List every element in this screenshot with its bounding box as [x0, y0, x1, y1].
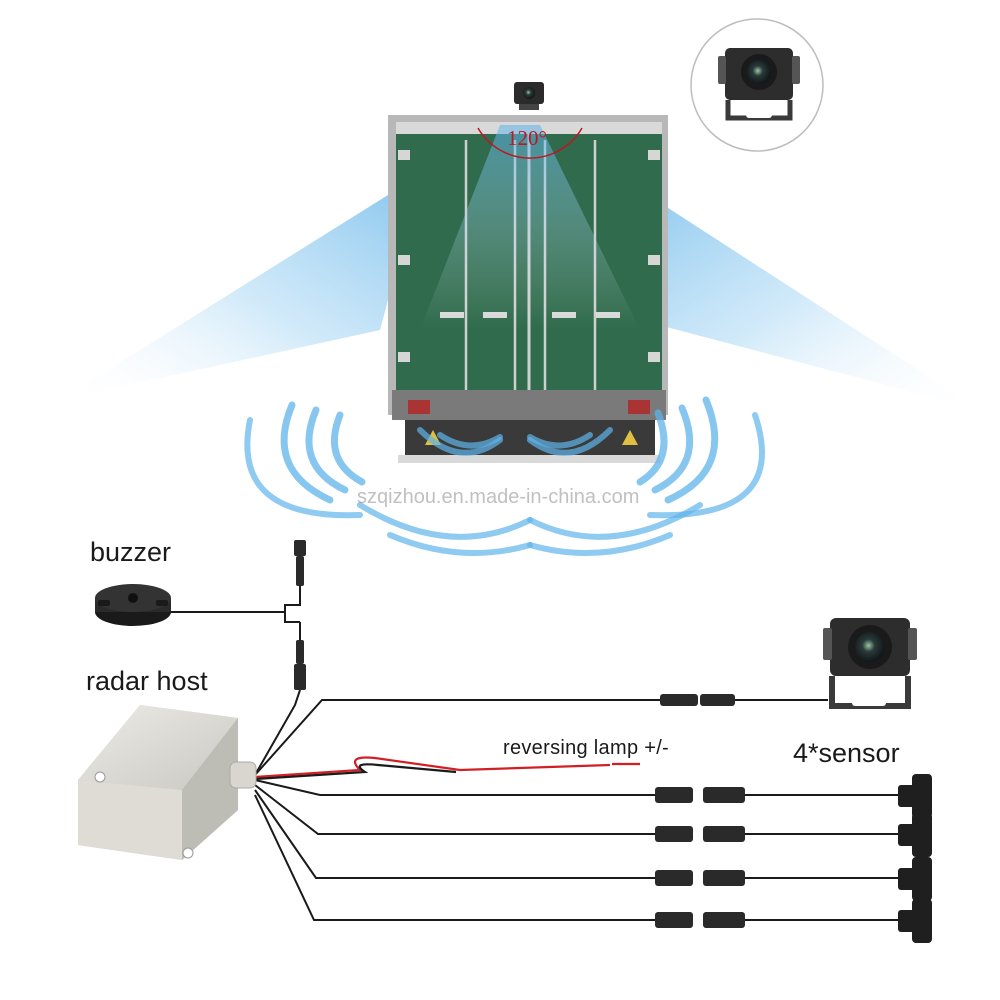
- connector-icon: [294, 540, 306, 586]
- connectors: [294, 540, 745, 928]
- radar-host-box: [78, 705, 257, 860]
- truck-camera-icon: [514, 82, 544, 110]
- rear-camera-icon: [823, 618, 917, 709]
- sensor-icon: [898, 857, 932, 901]
- camera-badge: [690, 18, 824, 152]
- connector-icon: [655, 870, 745, 886]
- buzzer-wire-upper: [284, 585, 301, 612]
- buzzer-wire: [140, 611, 300, 623]
- sensor-waves: [244, 396, 765, 556]
- sensors: [898, 774, 932, 943]
- connector-icon: [660, 694, 735, 706]
- camera-wire: [254, 699, 660, 776]
- camera-view-cone-center: [420, 125, 640, 330]
- connector-icon: [294, 640, 306, 690]
- buzzer-label: buzzer: [90, 537, 172, 567]
- wiring: [140, 585, 900, 921]
- sensors-label: 4*sensor: [793, 738, 900, 768]
- buzzer-to-host-wire: [254, 689, 301, 776]
- watermark: szqizhou.en.made-in-china.com: [357, 486, 640, 508]
- connector-icon: [655, 787, 745, 803]
- connector-icon: [655, 826, 745, 842]
- camera-icon: [718, 48, 800, 121]
- angle-arc: [477, 127, 583, 159]
- reversing-lamp-wire: [254, 756, 640, 781]
- sensor-icon: [898, 899, 932, 943]
- sensor-icon: [898, 813, 932, 857]
- sensor-icon: [898, 774, 932, 818]
- camera-angle-label: 120°: [507, 126, 547, 150]
- radar-host-label: radar host: [86, 666, 208, 696]
- reversing-lamp-label: reversing lamp +/-: [503, 737, 670, 759]
- connector-icon: [655, 912, 745, 928]
- buzzer-icon: [95, 584, 171, 626]
